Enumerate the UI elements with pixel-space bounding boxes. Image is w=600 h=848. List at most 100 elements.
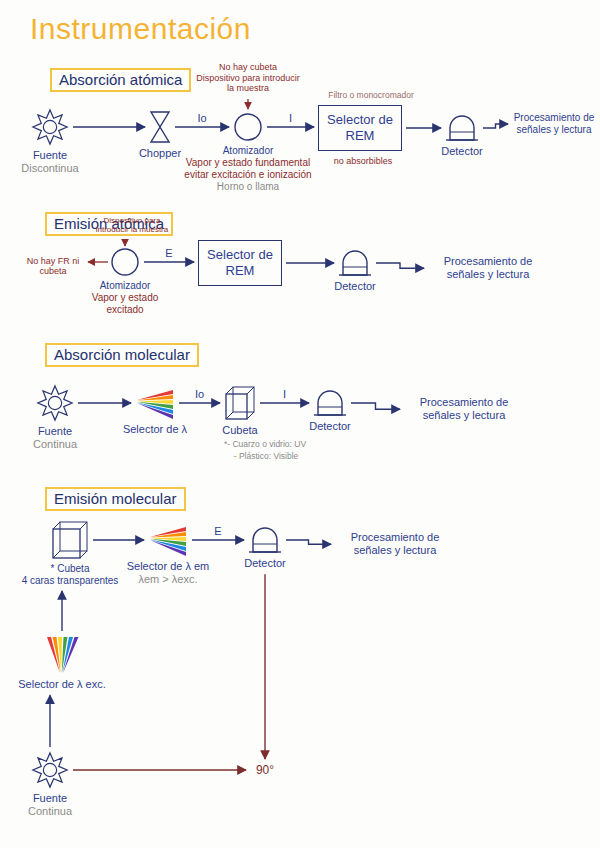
text-node: Procesamiento de señales y lectura (428, 255, 548, 281)
instrument-part: FuenteContinua (20, 384, 90, 451)
node-text: 90° (250, 763, 280, 777)
instrument-part: FuenteDiscontinua (15, 108, 85, 175)
node-text: Discontinua (15, 162, 85, 175)
rain-symbol (148, 523, 188, 557)
connector-arrow (483, 124, 508, 128)
node-text: Fuente (15, 149, 85, 162)
node-text: * Cubeta (20, 563, 120, 575)
text-node: 90° (250, 763, 280, 777)
annotation: no absorbibles (328, 156, 398, 166)
node-text: Absorción atómica (59, 71, 182, 89)
edge-label: E (163, 247, 174, 259)
node-text: Horno o llama (182, 181, 314, 193)
node-text: Selector de λ (113, 423, 197, 436)
page-title: Instrumentación (30, 12, 251, 46)
instrument-part: Selector de λ emλem > λexc. (123, 523, 213, 586)
annotation: - Plástico: Visible (206, 452, 326, 462)
leader-line (124, 241, 125, 246)
edge-label: I (281, 388, 288, 400)
section-heading: Absorción molecular (45, 343, 199, 367)
connector-arrow (376, 263, 424, 268)
connector-arrow (286, 540, 331, 544)
instrument-part: FuenteContinua (15, 751, 85, 818)
node-text: Continua (15, 805, 85, 818)
node-text: Procesamiento de señales y lectura (404, 396, 524, 422)
cube-symbol (51, 520, 89, 560)
annotation: Dispositivo para introducir la muestra (192, 73, 304, 94)
connector-arrow (406, 127, 441, 128)
instrument-part: Chopper (130, 110, 190, 160)
connector-arrow (192, 539, 244, 540)
instrument-part: Detector (235, 526, 295, 570)
node-text: Detector (325, 280, 385, 293)
instrument-part: AtomizadorVapor y estado excitado (75, 247, 175, 316)
connector-arrow (144, 261, 194, 262)
selector-box: Selector de REM (198, 240, 282, 286)
node-text: Procesamiento de señales y lectura (428, 255, 548, 281)
dome-symbol (313, 389, 347, 417)
node-text: Detector (300, 420, 360, 433)
annotation: No hay cubeta (200, 62, 296, 72)
node-text: Atomizador (182, 145, 314, 157)
edge-label: Io (193, 388, 206, 400)
star-symbol (31, 108, 69, 146)
annotation: No hay FR ni cubeta (22, 256, 84, 277)
star-symbol (36, 384, 74, 422)
text-node: Procesamiento de señales y lectura (404, 396, 524, 422)
node-text: 4 caras transparentes (20, 575, 120, 587)
node-text: Vapor y estado excitado (75, 292, 175, 316)
connector-arrow (175, 126, 229, 127)
node-text: Procesamiento de señales y lectura (335, 531, 455, 557)
connector-arrow (73, 126, 145, 127)
instrument-part: Detector (300, 389, 360, 433)
cube-symbol (224, 385, 256, 421)
node-text: Selector de λ exc. (17, 678, 107, 691)
dome-symbol (338, 249, 372, 277)
connector-arrow (61, 591, 62, 631)
text-node: Procesamiento de señales y lectura (335, 531, 455, 557)
node-text: Detector (432, 145, 492, 158)
instrument-part: Cubeta (210, 385, 270, 437)
node-text: Detector (235, 557, 295, 570)
circ-symbol (110, 247, 140, 277)
instrument-part: Selector de λ (113, 386, 197, 436)
edge-label: Io (195, 112, 208, 124)
instrument-part: Detector (325, 249, 385, 293)
hour-symbol (149, 110, 171, 144)
instrument-part: * Cubeta4 caras transparentes (20, 520, 120, 587)
node-text: Cubeta (210, 424, 270, 437)
node-text: Vapor y estado fundamental evitar excita… (182, 157, 314, 181)
dome-symbol (248, 526, 282, 554)
dome-symbol (445, 114, 479, 142)
connector-arrow (267, 126, 314, 127)
node-text: Selector de REM (327, 112, 393, 143)
instrument-part: Detector (432, 114, 492, 158)
leader-line (247, 99, 248, 109)
node-text: Fuente (20, 425, 90, 438)
connector-arrow (49, 695, 50, 747)
annotation: *- Cuarzo o vidrio: UV (200, 440, 330, 450)
node-text: Absorción molecular (54, 346, 190, 364)
annotation: Filtro o monocromador (316, 91, 426, 101)
connector-arrow (179, 402, 220, 403)
node-text: Procesamiento de señales y lectura (512, 112, 596, 136)
annotation: Dispositivo para introducir la muestra (88, 216, 176, 234)
node-text: Chopper (130, 147, 190, 160)
connector-arrow (260, 402, 309, 403)
selector-box: Selector de REM (318, 105, 402, 151)
circ-symbol (233, 112, 263, 142)
edge-label: E (212, 525, 223, 537)
connector-arrow (93, 539, 144, 540)
rain-symbol (135, 386, 175, 420)
node-text: λem > λexc. (123, 573, 213, 586)
node-text: Selector de λ em (123, 560, 213, 573)
section-heading: Absorción atómica (50, 68, 191, 92)
leader-line (88, 261, 108, 262)
node-text: Atomizador (75, 280, 175, 292)
text-node: Procesamiento de señales y lectura (512, 112, 596, 136)
connector-arrow (73, 769, 246, 770)
connector-arrow (351, 403, 400, 409)
edge-label: I (287, 112, 294, 124)
